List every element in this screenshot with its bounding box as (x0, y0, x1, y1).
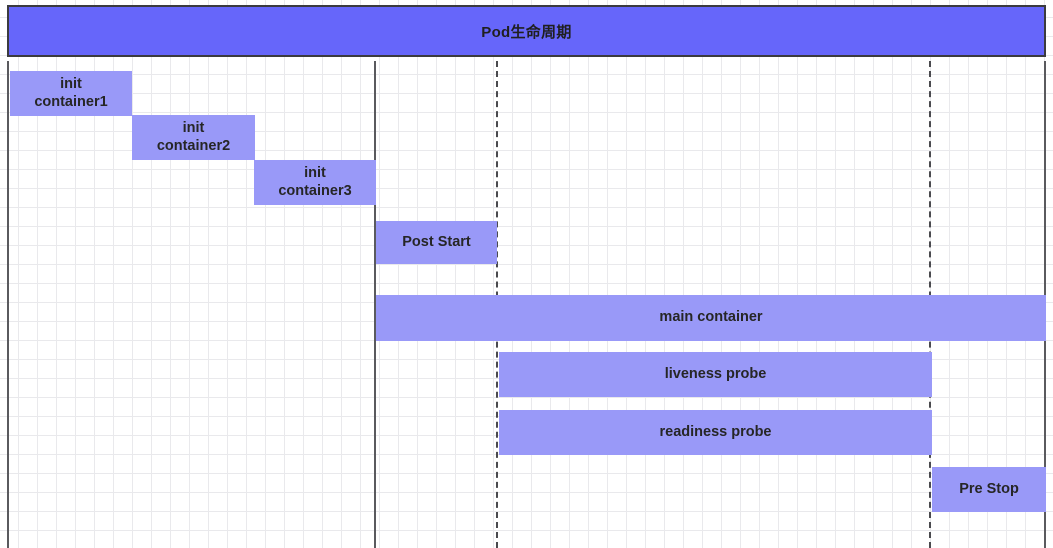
bar-liveness-probe: liveness probe (499, 352, 932, 397)
bar-init-container-2: init container2 (132, 115, 255, 160)
init-phase-start-line (7, 61, 9, 548)
bar-post-start: Post Start (376, 221, 497, 264)
bar-init-container-1: init container1 (10, 71, 132, 116)
page-title: Pod生命周期 (481, 23, 572, 41)
bar-label-post-start: Post Start (402, 233, 471, 250)
bar-pre-stop: Pre Stop (932, 467, 1046, 512)
diagram-title-bar: Pod生命周期 (7, 5, 1046, 57)
bar-label-init-container-1: init container1 (34, 75, 108, 110)
bar-label-liveness-probe: liveness probe (664, 365, 767, 382)
bar-label-pre-stop: Pre Stop (959, 480, 1019, 497)
bar-label-readiness-probe: readiness probe (659, 423, 772, 440)
bar-label-init-container-2: init container2 (156, 119, 231, 154)
bar-init-container-3: init container3 (254, 160, 376, 205)
bar-label-main-container: main container (659, 309, 763, 326)
bar-label-init-container-3: init container3 (278, 164, 352, 199)
init-phase-end-line (374, 61, 376, 548)
bar-main-container: main container (376, 295, 1046, 341)
bar-readiness-probe: readiness probe (499, 410, 932, 455)
